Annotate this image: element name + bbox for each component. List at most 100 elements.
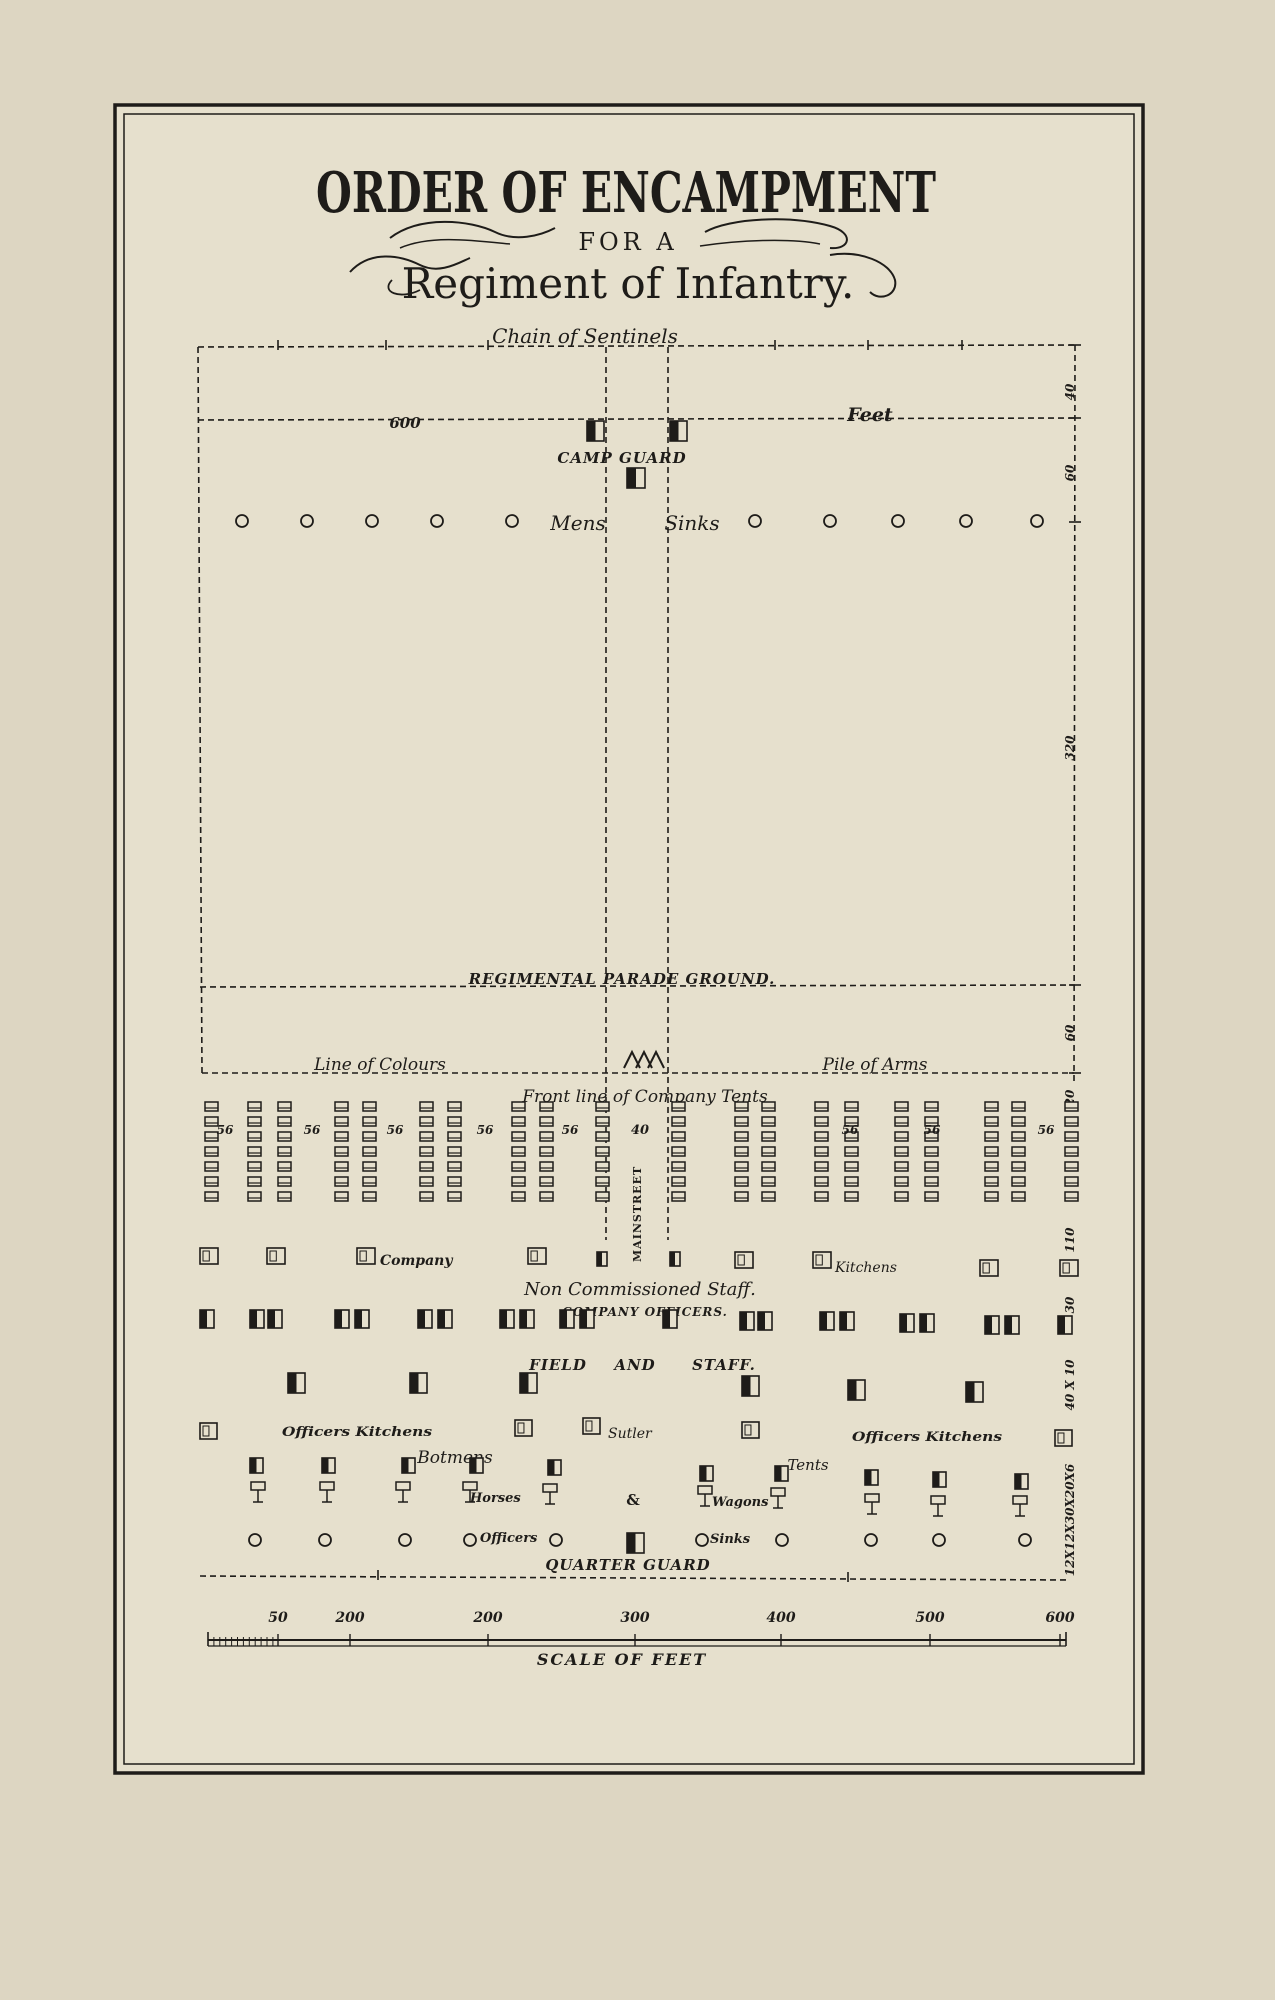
horse-picket-icon-5 bbox=[697, 1485, 713, 1507]
company-tent bbox=[894, 1161, 909, 1172]
nco-tent-5 bbox=[417, 1309, 433, 1329]
sink-circle-7 bbox=[891, 514, 905, 528]
field-staff-tent-2 bbox=[519, 1372, 538, 1394]
hut-door bbox=[815, 1254, 823, 1266]
company-tent bbox=[334, 1191, 349, 1202]
company-tent bbox=[419, 1161, 434, 1172]
company-tent bbox=[984, 1191, 999, 1202]
main-street-width-40: 40 bbox=[631, 1123, 649, 1138]
company-kitchen-3 bbox=[527, 1247, 547, 1265]
officers-sink-2 bbox=[398, 1533, 412, 1547]
company-tent bbox=[204, 1176, 219, 1187]
company-tent bbox=[734, 1131, 749, 1142]
title-sub: Regiment of Infantry. bbox=[402, 259, 855, 308]
horse-picket-icon-7 bbox=[864, 1493, 880, 1515]
company-tent bbox=[247, 1101, 262, 1112]
horse-picket-icon-6 bbox=[770, 1487, 786, 1509]
tent-fill bbox=[985, 1316, 992, 1334]
nco-tent-6 bbox=[437, 1309, 453, 1329]
company-tent bbox=[761, 1161, 776, 1172]
company-tent bbox=[334, 1131, 349, 1142]
nco-tent-8 bbox=[519, 1309, 535, 1329]
tent-fill bbox=[322, 1458, 329, 1473]
botmen-tent-0 bbox=[249, 1457, 264, 1474]
company-tent bbox=[924, 1101, 939, 1112]
dim-depth-series: 12X12X30X20X6 bbox=[1063, 1463, 1077, 1576]
company-tent bbox=[844, 1176, 859, 1187]
scale-of-feet-label: SCALE OF FEET bbox=[537, 1650, 707, 1669]
company-tent bbox=[204, 1161, 219, 1172]
tent-fill bbox=[900, 1314, 907, 1332]
tent-fill bbox=[410, 1373, 419, 1393]
scale-tick-label: 300 bbox=[620, 1610, 649, 1626]
company-tent bbox=[419, 1131, 434, 1142]
company-tent bbox=[447, 1191, 462, 1202]
company-tent bbox=[814, 1176, 829, 1187]
botmen-tent-2 bbox=[401, 1457, 416, 1474]
tent-column-3 bbox=[334, 1101, 349, 1202]
tent-fill bbox=[200, 1310, 207, 1328]
tent-column-7 bbox=[511, 1101, 526, 1202]
sink-circle-5 bbox=[748, 514, 762, 528]
company-label: Company bbox=[380, 1253, 453, 1269]
company-tent bbox=[924, 1146, 939, 1157]
officer-kitchen-4 bbox=[1054, 1429, 1073, 1447]
tent-fill bbox=[740, 1312, 747, 1330]
hut-door bbox=[359, 1250, 367, 1262]
tent-column-9 bbox=[595, 1101, 610, 1202]
company-tent bbox=[1064, 1131, 1079, 1142]
sinks-label: Sinks bbox=[664, 511, 719, 535]
officers-sink-4 bbox=[549, 1533, 563, 1547]
tent-fill bbox=[848, 1380, 857, 1400]
tent-fill bbox=[627, 1533, 636, 1553]
company-tent bbox=[247, 1116, 262, 1127]
company-tent bbox=[1011, 1161, 1026, 1172]
tent-column-0 bbox=[204, 1101, 219, 1202]
company-tent bbox=[362, 1191, 377, 1202]
street-width-56-4: 56 bbox=[562, 1123, 579, 1137]
line-of-colours-label: Line of Colours bbox=[313, 1055, 446, 1075]
company-tent bbox=[844, 1116, 859, 1127]
company-tent bbox=[814, 1191, 829, 1202]
company-kitchen-0 bbox=[199, 1247, 219, 1265]
tent-fill bbox=[288, 1373, 297, 1393]
tent-fill bbox=[670, 421, 679, 441]
horse-picket-icon-1 bbox=[319, 1481, 335, 1503]
tent-fill bbox=[500, 1310, 507, 1328]
quarter-guard-label: QUARTER GUARD bbox=[545, 1556, 710, 1574]
company-tent bbox=[204, 1131, 219, 1142]
title-main: ORDER OF ENCAMPMENT bbox=[316, 160, 936, 226]
tent-fill bbox=[548, 1460, 555, 1475]
tent-fill bbox=[1058, 1316, 1065, 1334]
tent-column-6 bbox=[447, 1101, 462, 1202]
hut-door bbox=[517, 1422, 525, 1434]
tent-fill bbox=[663, 1310, 670, 1328]
company-tent bbox=[671, 1161, 686, 1172]
tent-fill bbox=[250, 1310, 257, 1328]
nco-tent-15 bbox=[839, 1311, 855, 1331]
sink-circle-9 bbox=[1030, 514, 1044, 528]
nco-tent-1 bbox=[249, 1309, 265, 1329]
street-width-56-1: 56 bbox=[304, 1123, 321, 1137]
company-tent bbox=[539, 1176, 554, 1187]
company-tent bbox=[671, 1131, 686, 1142]
kitchens-label: Kitchens bbox=[834, 1260, 897, 1276]
botmen-tent-9 bbox=[1014, 1473, 1029, 1490]
company-tent bbox=[277, 1146, 292, 1157]
company-tent bbox=[984, 1146, 999, 1157]
dim-60b: 60 bbox=[1063, 1024, 1077, 1041]
horse-picket-icon-9 bbox=[1012, 1495, 1028, 1517]
company-tent bbox=[844, 1146, 859, 1157]
tent-column-5 bbox=[419, 1101, 434, 1202]
tents-label: Tents bbox=[787, 1456, 828, 1474]
company-tent bbox=[511, 1101, 526, 1112]
company-tent bbox=[814, 1161, 829, 1172]
company-kitchen-9 bbox=[1059, 1259, 1079, 1277]
hut-door bbox=[202, 1425, 210, 1437]
company-tent bbox=[924, 1116, 939, 1127]
hut-door bbox=[744, 1424, 752, 1436]
main-street-label: MAINSTREET bbox=[631, 1166, 644, 1262]
scale-tick-label: 600 bbox=[1045, 1610, 1074, 1626]
